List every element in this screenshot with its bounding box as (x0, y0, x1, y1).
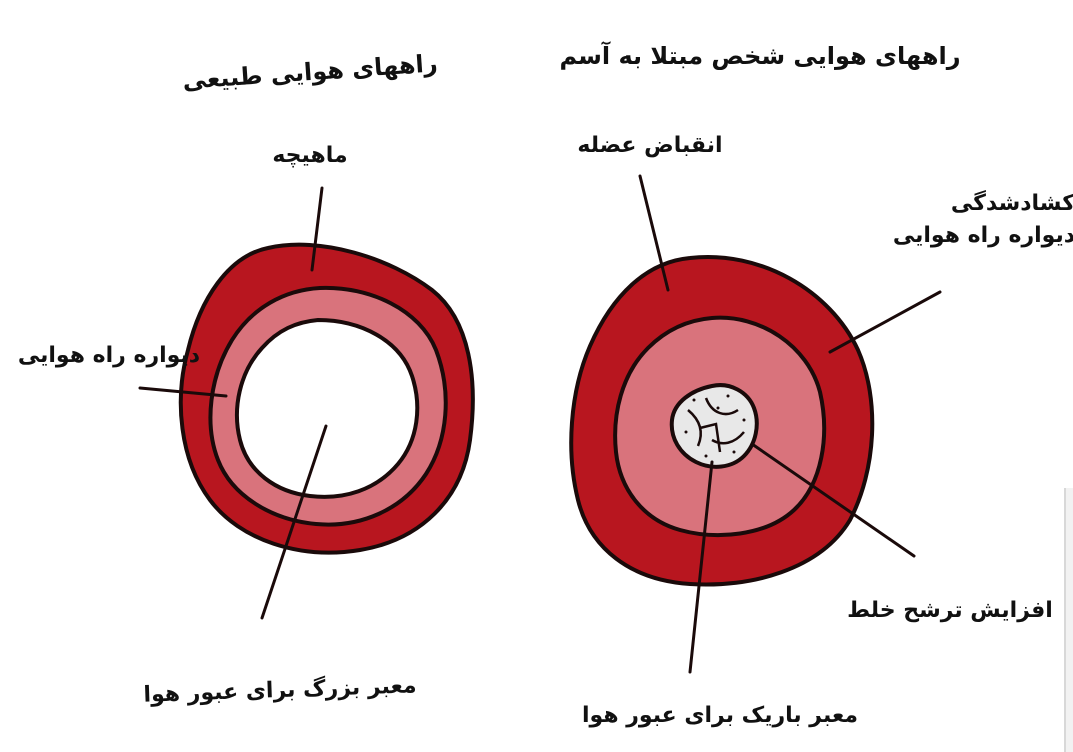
leader-thickening (830, 292, 940, 352)
mucus-plug (672, 385, 757, 467)
scroll-edge (1064, 488, 1073, 752)
narrow-passage-label: معبر باریک برای عبور هوا (520, 700, 920, 732)
muscle-label: ماهیچه (180, 140, 440, 172)
wall-thickening-label: کشادشدگی دیواره راه هوایی (885, 188, 1073, 252)
muscle-contraction-label: انقباض عضله (500, 130, 800, 162)
increased-secretion-label: افزایش ترشح خلط (835, 595, 1065, 627)
normal-wall-label: دیواره راه هوایی (0, 340, 200, 372)
asthmatic-airway-title: راههای هوایی شخص مبتلا به آسم (520, 40, 1000, 72)
asthmatic-airway (571, 257, 872, 585)
normal-airway (181, 245, 473, 553)
normal-lumen (237, 320, 417, 497)
